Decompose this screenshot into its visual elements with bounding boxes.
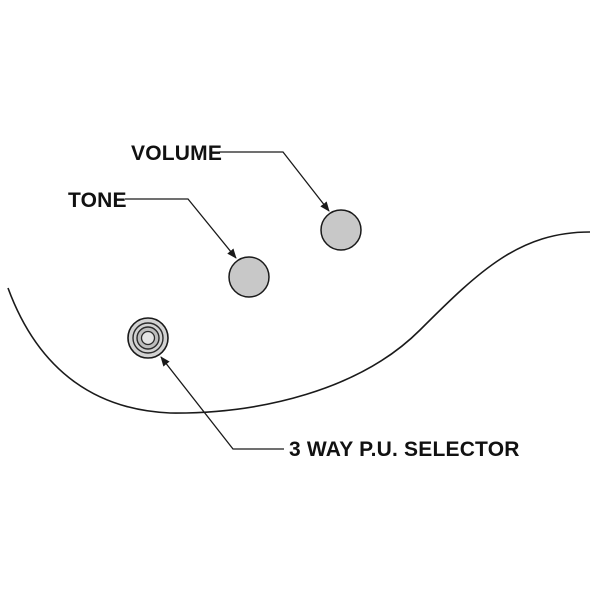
volume-label: VOLUME — [131, 142, 222, 165]
pickup-selector-switch — [127, 317, 169, 359]
guitar-body-outline — [7, 231, 591, 414]
selector-leader-line — [160, 356, 284, 450]
tone-leader-line — [125, 198, 237, 259]
selector-label: 3 WAY P.U. SELECTOR — [289, 438, 520, 461]
volume-knob — [320, 209, 362, 251]
volume-leader-line — [219, 151, 330, 212]
tone-knob — [228, 256, 270, 298]
tone-label: TONE — [68, 189, 127, 212]
